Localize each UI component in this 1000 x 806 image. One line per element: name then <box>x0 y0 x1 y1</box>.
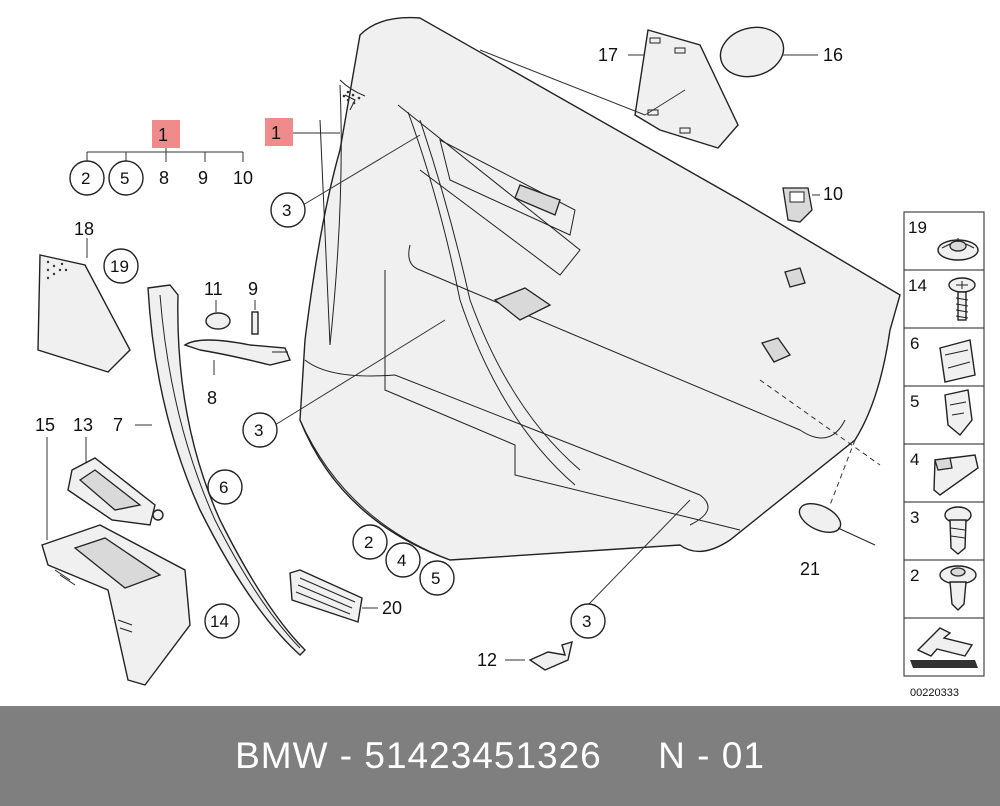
table-number-6: 6 <box>910 334 919 353</box>
door-trim-panel <box>299 16 901 561</box>
label-8-handle: 8 <box>207 388 217 408</box>
fastener-table: 19 14 6 5 4 3 2 <box>903 211 985 677</box>
callout-14-bottom: 14 <box>210 612 229 631</box>
expansion-rivet-icon <box>939 565 977 611</box>
callout-3-bottom: 3 <box>582 612 591 631</box>
spring-clip-icon <box>944 389 973 436</box>
label-12: 12 <box>477 650 497 670</box>
sub-callout-10: 10 <box>233 168 253 188</box>
pull-handle-8 <box>183 339 291 366</box>
table-number-14: 14 <box>908 276 927 295</box>
label-16: 16 <box>823 45 843 65</box>
part-number-caption: BMW - 51423451326 N - 01 <box>235 735 765 776</box>
callout-19-left: 19 <box>110 257 129 276</box>
callout-3-top: 3 <box>282 201 291 220</box>
callout-6: 6 <box>219 478 228 497</box>
label-13: 13 <box>73 415 93 435</box>
table-number-19: 19 <box>908 218 927 237</box>
parts-diagram: 17 16 10 1 2 5 8 9 10 1 3 3 3 18 <box>35 16 985 699</box>
footer-bar: BMW - 51423451326 N - 01 <box>0 706 1000 806</box>
triangle-cover-18 <box>37 254 131 373</box>
rivet-clip-icon <box>937 238 979 261</box>
label-10-clip: 10 <box>823 184 843 204</box>
table-number-4: 4 <box>910 450 919 469</box>
callout-4-lower: 4 <box>397 551 406 570</box>
sub-callout-9: 9 <box>198 168 208 188</box>
panel-callout-1: 1 <box>271 123 281 143</box>
table-number-2: 2 <box>910 566 919 585</box>
reference-code: 00220333 <box>910 687 959 699</box>
table-number-3: 3 <box>910 508 919 527</box>
label-7: 7 <box>113 415 123 435</box>
label-11: 11 <box>204 279 223 299</box>
bracket-clip-icon <box>939 339 976 383</box>
screw-icon <box>948 277 976 321</box>
speaker-grille-icon <box>342 90 361 105</box>
label-20: 20 <box>382 598 402 618</box>
courtesy-lamp-21 <box>798 502 876 546</box>
plug-12 <box>528 640 573 671</box>
callout-5-lower: 5 <box>431 569 440 588</box>
pin-9 <box>251 311 259 335</box>
light-lens-20 <box>289 569 363 623</box>
label-17: 17 <box>598 45 618 65</box>
cover-plate-17 <box>634 29 739 149</box>
highlight-box-1-panel <box>265 118 293 146</box>
push-rivet-icon <box>944 506 972 555</box>
callout-3-mid: 3 <box>254 421 263 440</box>
trim-strip-7 <box>147 284 306 656</box>
highlight-box-1 <box>152 120 180 148</box>
label-15: 15 <box>35 415 55 435</box>
label-21: 21 <box>800 559 820 579</box>
armrest-pocket-15 <box>41 524 191 686</box>
label-18: 18 <box>74 219 94 239</box>
cap-16 <box>719 26 785 78</box>
sub-callout-2: 2 <box>81 169 90 188</box>
assembly-arrow-icon <box>910 627 978 668</box>
clip-10 <box>782 187 813 223</box>
strip-clip-icon <box>933 454 979 496</box>
plug-11 <box>205 312 231 330</box>
table-number-5: 5 <box>910 392 919 411</box>
callout-2-lower: 2 <box>364 533 373 552</box>
tray-13 <box>67 457 164 526</box>
sub-callout-5: 5 <box>120 169 129 188</box>
main-callout-1: 1 <box>158 125 168 145</box>
label-9-pin: 9 <box>248 279 258 299</box>
sub-callout-8: 8 <box>159 168 169 188</box>
